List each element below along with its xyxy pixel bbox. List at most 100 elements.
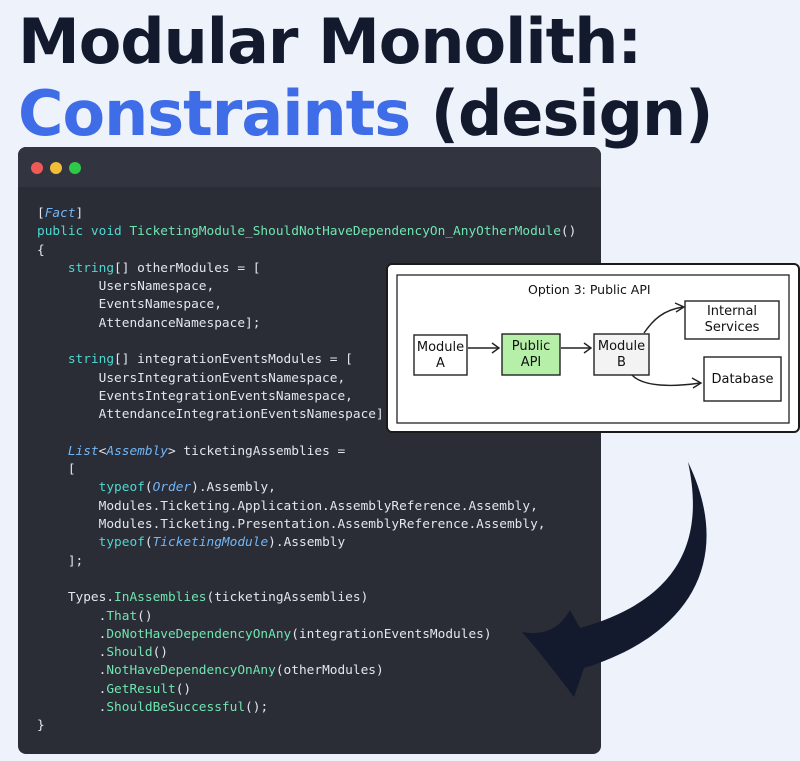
page-title: Modular Monolith: Constraints (design) xyxy=(18,6,713,150)
code-line: .NotHaveDependencyOnAny(otherModules) xyxy=(37,662,576,680)
code-line: public void TicketingModule_ShouldNotHav… xyxy=(37,223,576,241)
code-line: .GetResult() xyxy=(37,681,576,699)
curved-arrow-shape xyxy=(522,462,707,697)
internal-services-label: Internal Services xyxy=(685,304,779,336)
code-line: string[] otherModules = [ xyxy=(37,260,576,278)
code-token: UsersNamespace, xyxy=(37,279,215,295)
title-line-2: Constraints (design) xyxy=(18,78,713,150)
code-token: [ xyxy=(37,462,76,478)
code-token: < xyxy=(98,443,107,459)
arrowhead-b-to-internal xyxy=(674,302,686,313)
code-token: . xyxy=(37,663,107,679)
code-token: . xyxy=(37,608,107,624)
internal-services-line-2: Services xyxy=(704,320,760,335)
code-token: ).Assembly xyxy=(268,535,346,551)
code-token: EventsNamespace, xyxy=(37,297,222,313)
code-token: . xyxy=(37,681,107,697)
code-token: public void xyxy=(37,224,130,240)
module-b-label: Module B xyxy=(594,339,649,371)
code-line: List<Assembly> ticketingAssemblies = xyxy=(37,443,576,461)
code-token: string xyxy=(37,260,115,276)
code-line: AttendanceIntegrationEventsNamespace]; xyxy=(37,406,576,424)
maximize-dot[interactable] xyxy=(69,162,81,174)
code-token: List xyxy=(37,443,99,459)
code-token: typeof xyxy=(37,480,145,496)
code-line: } xyxy=(37,717,576,735)
code-token: ).Assembly, xyxy=(191,480,276,496)
code-line: .DoNotHaveDependencyOnAny(integrationEve… xyxy=(37,626,576,644)
code-token: () xyxy=(175,681,192,697)
code-token: () xyxy=(560,224,577,240)
module-b-line-1: Module xyxy=(597,339,646,354)
code-token: [] otherModules = [ xyxy=(114,260,261,276)
code-line: [ xyxy=(37,461,576,479)
public-api-label: Public API xyxy=(502,339,560,371)
module-a-label: Module A xyxy=(414,340,467,372)
code-token: . xyxy=(37,645,107,661)
code-token: } xyxy=(37,718,45,734)
code-token: [] integrationEventsModules = [ xyxy=(114,352,353,368)
code-token: Modules.Ticketing.Presentation.AssemblyR… xyxy=(37,517,546,533)
arrowhead-b-to-database xyxy=(691,377,703,389)
code-line: ]; xyxy=(37,553,576,571)
code-token: (); xyxy=(245,700,269,716)
code-line: AttendanceNamespace]; xyxy=(37,315,576,333)
module-a-box xyxy=(413,334,468,376)
code-line: { xyxy=(37,242,576,260)
module-a-line-2: A xyxy=(436,356,445,371)
code-token: That xyxy=(106,608,138,624)
code-line: .That() xyxy=(37,608,576,626)
diagram-title: Option 3: Public API xyxy=(528,282,651,297)
internal-services-line-1: Internal xyxy=(706,304,758,319)
code-token: { xyxy=(37,242,45,258)
arrow-b-to-internal xyxy=(643,306,684,334)
code-token: Order xyxy=(152,480,192,496)
window-titlebar xyxy=(18,147,601,187)
database-box xyxy=(703,356,782,402)
code-token: UsersIntegrationEventsNamespace, xyxy=(37,370,346,386)
code-line: Modules.Ticketing.Presentation.AssemblyR… xyxy=(37,516,576,534)
code-token: (integrationEventsModules) xyxy=(291,626,492,642)
arrowhead-api-to-b xyxy=(583,342,593,354)
code-token: DoNotHaveDependencyOnAny xyxy=(106,626,292,642)
title-accent-word: Constraints xyxy=(18,77,411,150)
public-api-box xyxy=(501,333,561,376)
code-line: UsersNamespace, xyxy=(37,278,576,296)
module-b-line-2: B xyxy=(617,355,626,370)
code-block: [Fact]public void TicketingModule_Should… xyxy=(37,205,576,736)
public-api-line-1: Public xyxy=(511,339,551,354)
code-token: TicketingModule_ShouldNotHaveDependencyO… xyxy=(129,224,561,240)
code-token: TicketingModule xyxy=(152,535,269,551)
code-token: ( xyxy=(144,480,153,496)
title-rest: (design) xyxy=(430,77,714,150)
code-line: .Should() xyxy=(37,644,576,662)
code-token: (ticketingAssemblies) xyxy=(206,590,369,606)
code-line: EventsIntegrationEventsNamespace, xyxy=(37,388,576,406)
code-token: . xyxy=(37,700,107,716)
code-token: () xyxy=(152,645,168,661)
code-token: . xyxy=(37,626,107,642)
code-token: Fact xyxy=(44,206,76,221)
code-window: [Fact]public void TicketingModule_Should… xyxy=(18,147,601,754)
public-api-line-2: API xyxy=(520,355,542,370)
title-line-1: Modular Monolith: xyxy=(18,5,642,78)
module-a-line-1: Module xyxy=(416,340,465,355)
code-line: string[] integrationEventsModules = [ xyxy=(37,351,576,369)
code-token: GetResult xyxy=(106,681,176,697)
code-line: EventsNamespace, xyxy=(37,296,576,314)
minimize-dot[interactable] xyxy=(50,162,62,174)
code-line: [Fact] xyxy=(37,205,576,223)
code-token: [ xyxy=(37,206,45,221)
code-token: typeof xyxy=(37,535,145,551)
code-line: typeof(TicketingModule).Assembly xyxy=(37,534,576,552)
code-line: Types.InAssemblies(ticketingAssemblies) xyxy=(37,589,576,607)
code-token: Assembly xyxy=(106,443,168,459)
close-dot[interactable] xyxy=(31,162,43,174)
code-token: ShouldBeSuccessful xyxy=(106,700,246,716)
code-token: ] xyxy=(75,206,84,221)
code-line: Modules.Ticketing.Application.AssemblyRe… xyxy=(37,498,576,516)
code-token: () xyxy=(137,608,153,624)
code-token: AttendanceNamespace]; xyxy=(37,315,261,331)
arrowhead-a-to-api xyxy=(491,342,501,354)
